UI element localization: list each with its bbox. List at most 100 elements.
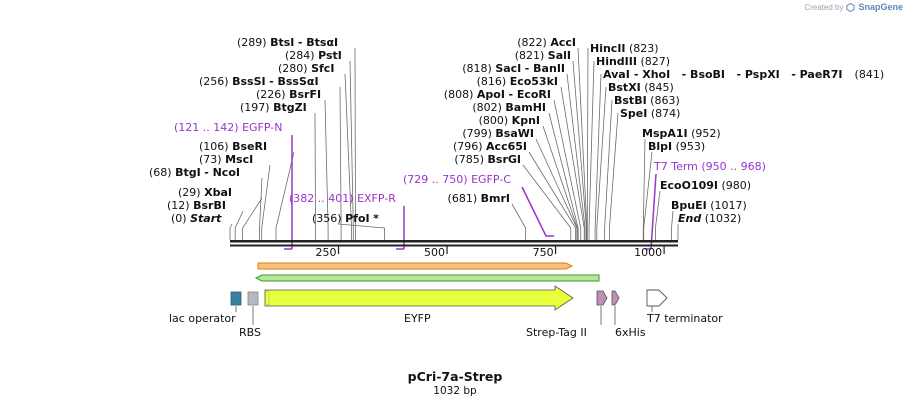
site-bamhi[interactable]: (802) BamHI [472, 101, 546, 114]
site-bstbi[interactable]: BstBI (863) [614, 94, 680, 107]
site-leader-lines [229, 47, 679, 240]
site-leader-line [542, 125, 578, 240]
site-mspa1i[interactable]: MspA1I (952) [642, 127, 721, 140]
site-apoi[interactable]: (808) ApoI - EcoRI [444, 88, 551, 101]
orf-forward[interactable] [257, 262, 574, 270]
bp-ruler: 250 500 750 1000 [316, 246, 665, 259]
site-leader-line [242, 197, 263, 240]
site-leader-line [642, 138, 646, 240]
site-bsssi[interactable]: (256) BssSI - BssSαI [199, 75, 319, 88]
primer-t7-term[interactable]: T7 Term (950 .. 968) [653, 160, 766, 173]
site-kpni[interactable]: (800) KpnI [479, 114, 540, 127]
snapgene-logo-icon [846, 2, 856, 12]
site-eco53ki[interactable]: (816) Eco53kI [477, 75, 558, 88]
site-leader-line [511, 203, 527, 240]
feature-6xhis[interactable] [611, 290, 620, 306]
primer-t7-term-arrow [645, 173, 657, 250]
site-btgzi[interactable]: (197) BtgZI [240, 101, 307, 114]
site-msci[interactable]: (73) MscI [199, 153, 253, 166]
site-psti[interactable]: (284) PstI [285, 49, 342, 62]
site-leader-line [535, 138, 578, 240]
site-leader-line [548, 112, 579, 240]
site-leader-line [324, 99, 329, 240]
feature-lac-operator[interactable] [230, 291, 242, 306]
site-leader-line [553, 99, 582, 240]
snapgene-branding: Created by SnapGene [804, 2, 903, 12]
feature-rbs[interactable] [247, 291, 259, 306]
feature-label-lac-operator: lac operator [169, 312, 236, 325]
site-hindiii[interactable]: HindIII (827) [596, 55, 670, 68]
ruler-tick-label: 250 [316, 246, 337, 259]
primer-exfp-r-arrow [396, 206, 405, 250]
ruler-tick-label: 750 [533, 246, 554, 259]
site-sali[interactable]: (821) SalI [515, 49, 571, 62]
site-leader-line [261, 164, 271, 240]
site-leader-line [528, 151, 576, 240]
site-leader-line [349, 60, 354, 240]
site-leader-line [522, 164, 572, 240]
ruler-tick-label: 500 [424, 246, 445, 259]
site-bstxi[interactable]: BstXI (845) [608, 81, 674, 94]
plasmid-length: 1032 bp [433, 385, 477, 397]
site-leader-line [229, 223, 233, 240]
dna-backbone [230, 240, 678, 247]
site-hincii[interactable]: HincII (823) [590, 42, 659, 55]
site-leader-line [339, 86, 342, 240]
site-pfoi[interactable]: (356) PfoI * [312, 212, 379, 225]
site-acc65i[interactable]: (796) Acc65I [453, 140, 527, 153]
site-leader-line [588, 60, 595, 240]
site-bsrbi[interactable]: (12) BsrBI [167, 199, 226, 212]
feature-label-t7-terminator: T7 terminator [646, 312, 723, 325]
primer-egfp-c[interactable]: (729 .. 750) EGFP-C [403, 173, 511, 186]
snapgene-brand-name: SnapGene [858, 2, 903, 12]
site-leader-line [566, 73, 586, 240]
site-saci[interactable]: (818) SacI - BanII [462, 62, 565, 75]
site-avai[interactable]: AvaI- XhoI - BsoBI - PspXI - PaeR7I(841) [603, 68, 884, 81]
feature-label-eyfp: EYFP [404, 312, 431, 325]
site-bsrfi[interactable]: (226) BsrFI [256, 88, 321, 101]
created-by-label: Created by [804, 2, 844, 12]
primer-egfp-n-arrow [284, 135, 293, 250]
site-bsawi[interactable]: (799) BsaWI [462, 127, 534, 140]
site-leader-line [572, 60, 587, 240]
site-ecoo109i[interactable]: EcoO109I (980) [660, 179, 751, 192]
site-leader-line [234, 210, 244, 240]
primer-egfp-n[interactable]: (121 .. 142) EGFP-N [174, 121, 282, 134]
site-leader-line [671, 210, 674, 240]
feature-label-strep-tag-ii: Strep-Tag II [526, 326, 587, 339]
site-leader-line [655, 190, 661, 240]
site-acci[interactable]: (822) AccI [517, 36, 576, 49]
feature-label-6xhis: 6xHis [615, 326, 646, 339]
site-xbai[interactable]: (29) XbaI [178, 186, 232, 199]
site-bsrgi[interactable]: (785) BsrGI [454, 153, 521, 166]
site-leader-line [560, 86, 585, 240]
site-leader-line [594, 73, 602, 240]
site-start: (0) Start [171, 212, 222, 225]
site-btsi[interactable]: (289) BtsI - BtsαI [237, 36, 338, 49]
site-leader-line [275, 151, 295, 240]
site-leader-line [337, 223, 385, 240]
site-bpuei[interactable]: BpuEI (1017) [671, 199, 747, 212]
orf-reverse[interactable] [254, 274, 600, 282]
site-btgi[interactable]: (68) BtgI - NcoI [149, 166, 240, 179]
site-leader-line [344, 73, 352, 240]
site-leader-line [643, 151, 653, 240]
ruler-tick-label: 1000 [634, 246, 662, 259]
site-leader-line [609, 112, 619, 240]
site-bseri[interactable]: (106) BseRI [199, 140, 267, 153]
site-spei[interactable]: SpeI (874) [620, 107, 680, 120]
site-sfci[interactable]: (280) SfcI [278, 62, 334, 75]
site-end: End (1032) [678, 212, 741, 225]
feature-eyfp[interactable] [264, 285, 574, 311]
site-leader-line [604, 99, 613, 240]
site-blpi[interactable]: BlpI (953) [648, 140, 705, 153]
site-leader-line [577, 47, 588, 240]
primer-egfp-c-arrow [521, 186, 554, 237]
primer-exfp-r[interactable]: (382 .. 401) EXFP-R [289, 192, 396, 205]
feature-t7-terminator[interactable] [646, 289, 668, 307]
feature-strep-tag-ii[interactable] [596, 290, 608, 306]
site-leader-line [586, 47, 589, 240]
site-leader-line [314, 112, 316, 240]
site-bmri[interactable]: (681) BmrI [448, 192, 510, 205]
